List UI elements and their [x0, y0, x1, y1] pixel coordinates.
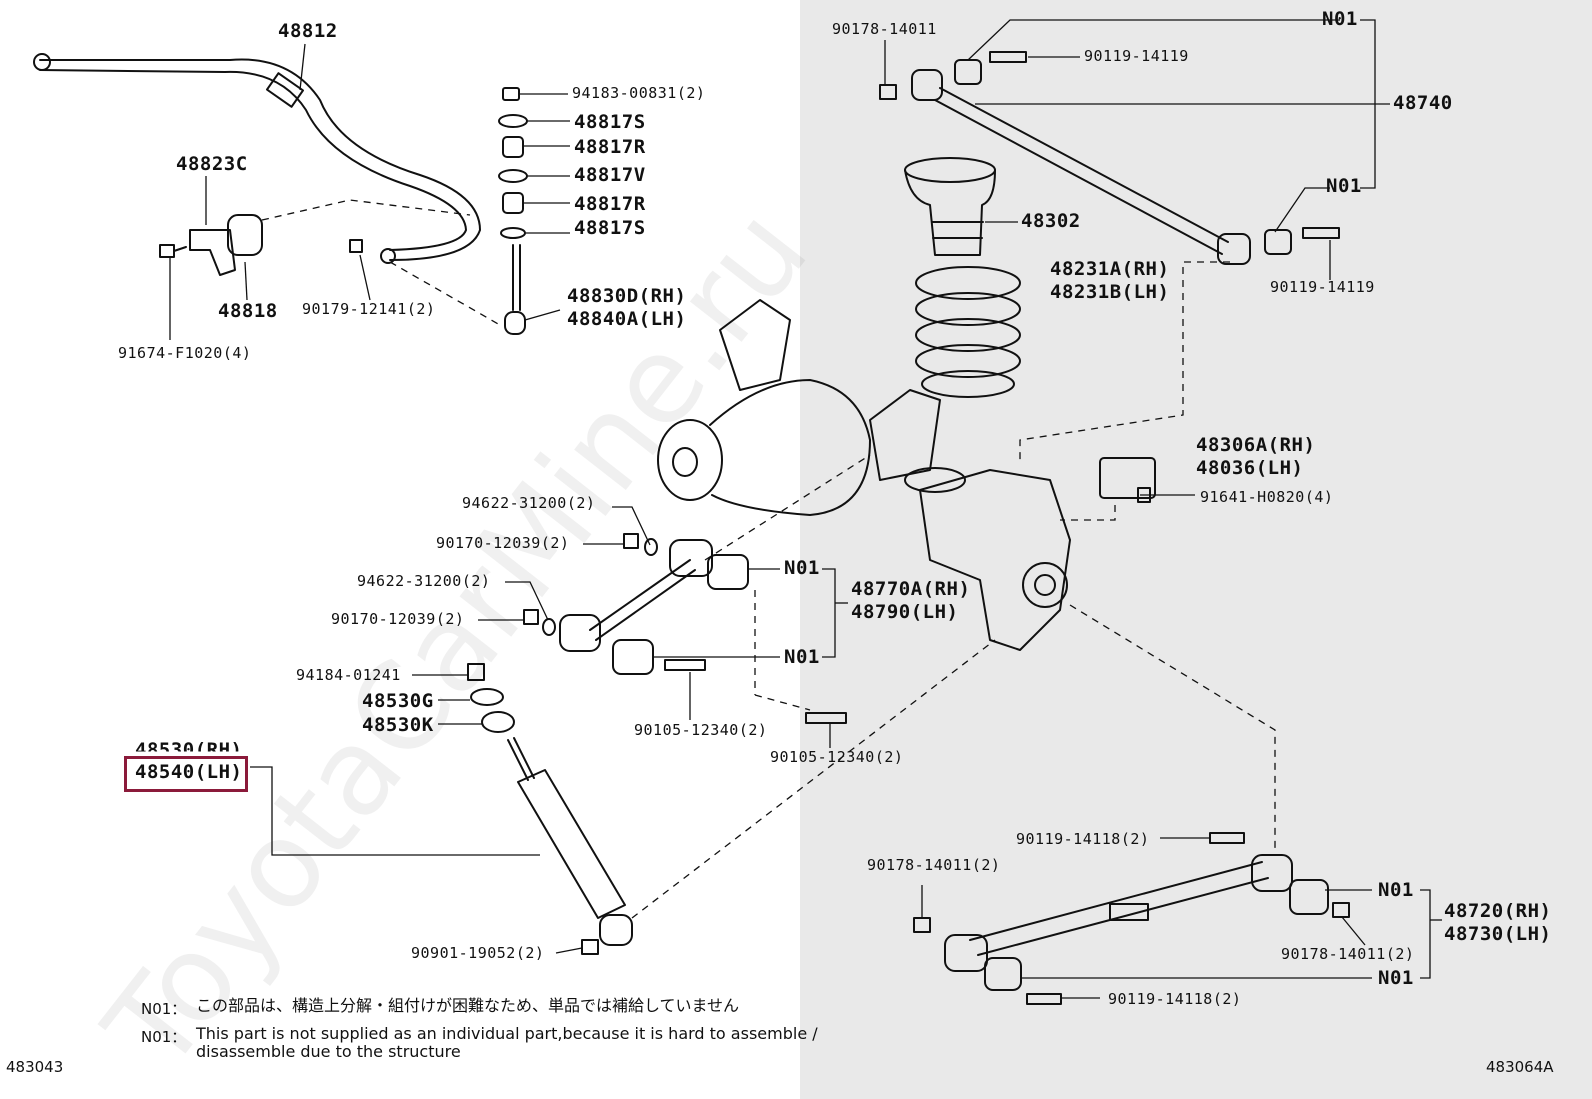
label-90105-12340-2[interactable]: 90105-12340(2) [770, 748, 904, 766]
label-48770A[interactable]: 48770A(RH) [851, 578, 971, 600]
label-N01-top2[interactable]: N01 [1326, 175, 1362, 197]
upper-control-arm [523, 533, 847, 724]
label-90105-12340-1[interactable]: 90105-12340(2) [634, 721, 768, 739]
label-90119-14119-top[interactable]: 90119-14119 [1084, 47, 1189, 65]
figure-code-right: 483064A [1486, 1058, 1554, 1076]
label-90119-14119-lower[interactable]: 90119-14119 [1270, 278, 1375, 296]
label-48740[interactable]: 48740 [1393, 92, 1453, 114]
label-48790[interactable]: 48790(LH) [851, 601, 959, 623]
label-N01-low2[interactable]: N01 [1378, 967, 1414, 989]
note-english-line1: This part is not supplied as an individu… [196, 1024, 818, 1043]
stabilizer-bar [33, 53, 481, 264]
label-48817S-upper[interactable]: 48817S [574, 111, 646, 133]
stabilizer-link-stack [498, 87, 528, 335]
label-91641-H0820[interactable]: 91641-H0820(4) [1200, 488, 1334, 506]
label-48818[interactable]: 48818 [218, 300, 278, 322]
note-code-en: N01： [141, 1028, 187, 1046]
label-N01-mid2[interactable]: N01 [784, 646, 820, 668]
label-91674-F1020[interactable]: 91674-F1020(4) [118, 344, 252, 362]
label-48720[interactable]: 48720(RH) [1444, 900, 1552, 922]
label-48817R-lower[interactable]: 48817R [574, 193, 646, 215]
label-48036[interactable]: 48036(LH) [1196, 457, 1304, 479]
label-48830D[interactable]: 48830D(RH) [567, 285, 687, 307]
label-N01-mid1[interactable]: N01 [784, 557, 820, 579]
axle-housing [657, 299, 1156, 651]
label-94622-31200-upper[interactable]: 94622-31200(2) [462, 494, 596, 512]
label-48817V[interactable]: 48817V [574, 164, 646, 186]
label-48817S-lower[interactable]: 48817S [574, 217, 646, 239]
label-48812[interactable]: 48812 [278, 20, 338, 42]
bump-stop [904, 157, 996, 256]
label-90901-19052[interactable]: 90901-19052(2) [411, 944, 545, 962]
shock-absorber [467, 663, 633, 955]
label-48530K[interactable]: 48530K [362, 714, 434, 736]
label-48840A[interactable]: 48840A(LH) [567, 308, 687, 330]
leader-lines [169, 19, 1442, 999]
lateral-rod [879, 51, 1340, 265]
label-48730[interactable]: 48730(LH) [1444, 923, 1552, 945]
label-94183-00831[interactable]: 94183-00831(2) [572, 84, 706, 102]
label-48302[interactable]: 48302 [1021, 210, 1081, 232]
label-48231A[interactable]: 48231A(RH) [1050, 258, 1170, 280]
note-japanese: この部品は、構造上分解・組付けが困難なため、単品では補給していません [196, 996, 740, 1015]
label-48540[interactable]: 48540(LH) [135, 761, 243, 783]
label-48231B[interactable]: 48231B(LH) [1050, 281, 1170, 303]
lower-control-arm [913, 832, 1350, 1005]
figure-code-left: 483043 [6, 1058, 64, 1076]
label-90179-12141[interactable]: 90179-12141(2) [302, 300, 436, 318]
label-90178-14011-right[interactable]: 90178-14011(2) [1281, 945, 1415, 963]
label-90170-12039-lower[interactable]: 90170-12039(2) [331, 610, 465, 628]
label-94622-31200-lower[interactable]: 94622-31200(2) [357, 572, 491, 590]
label-90170-12039-upper[interactable]: 90170-12039(2) [436, 534, 570, 552]
label-48530[interactable]: 48530(RH) [135, 739, 243, 761]
label-90119-14118-lower[interactable]: 90119-14118(2) [1108, 990, 1242, 1008]
label-90178-14011-top[interactable]: 90178-14011 [832, 20, 937, 38]
label-48306A[interactable]: 48306A(RH) [1196, 434, 1316, 456]
label-N01-low1[interactable]: N01 [1378, 879, 1414, 901]
label-48530G[interactable]: 48530G [362, 690, 434, 712]
right-panel-background [800, 0, 1592, 1099]
label-48817R-upper[interactable]: 48817R [574, 136, 646, 158]
stabilizer-bracket [159, 214, 363, 276]
label-48823C[interactable]: 48823C [176, 153, 248, 175]
label-N01-top[interactable]: N01 [1322, 8, 1358, 30]
label-94184-01241[interactable]: 94184-01241 [296, 666, 401, 684]
note-english-line2: disassemble due to the structure [196, 1042, 461, 1061]
label-90178-14011-left[interactable]: 90178-14011(2) [867, 856, 1001, 874]
coil-spring [915, 266, 1021, 398]
label-90119-14118-upper[interactable]: 90119-14118(2) [1016, 830, 1150, 848]
highlight-box [124, 756, 248, 792]
note-code-jp: N01： [141, 1000, 187, 1018]
